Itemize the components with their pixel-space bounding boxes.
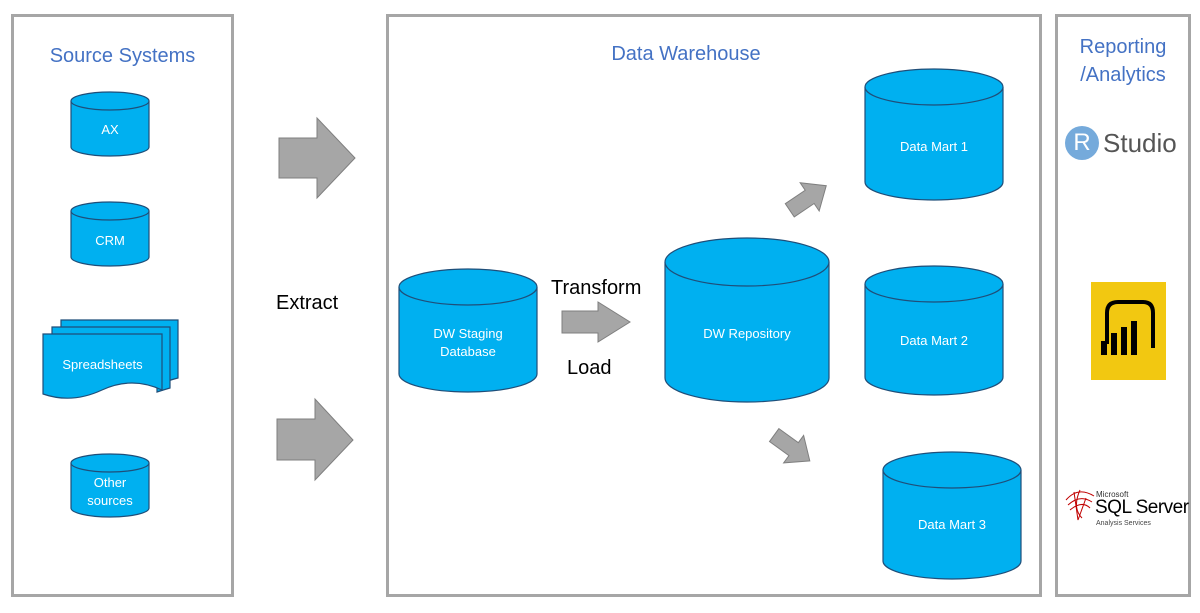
data-mart-2-label: Data Mart 2: [900, 333, 968, 348]
load-label: Load: [567, 357, 612, 379]
source-systems-title: Source Systems: [49, 45, 196, 67]
reporting-title-line2: /Analytics: [1080, 64, 1166, 86]
dw-repository-cylinder: [664, 237, 830, 403]
data-mart-2-cylinder: [864, 265, 1004, 396]
transform-load-arrow: [561, 301, 631, 343]
data-mart-1-label: Data Mart 1: [900, 139, 968, 154]
crm-cylinder: [70, 201, 150, 267]
extract-arrow-top: [278, 116, 356, 200]
spreadsheets-documents: [42, 319, 179, 399]
other-sources-label-line1: Other: [93, 475, 127, 490]
dw-staging-label-line2: Database: [440, 344, 496, 359]
ax-cylinder: [70, 91, 150, 157]
sqlserver-big-text: SQL Server: [1095, 497, 1189, 518]
sqlserver-logo-icon: [1065, 489, 1095, 521]
data-mart-1-cylinder: [864, 68, 1004, 201]
data-warehouse-title: Data Warehouse: [611, 43, 761, 65]
reporting-title-line1: Reporting: [1079, 36, 1167, 58]
other-sources-cylinder: [70, 453, 150, 518]
rstudio-logo-letter: R: [1073, 129, 1091, 156]
other-sources-label-line2: sources: [87, 493, 133, 508]
dw-staging-cylinder: [398, 268, 538, 393]
ax-label: AX: [101, 122, 119, 137]
extract-arrow-bottom: [276, 397, 354, 482]
arrow-to-mart-3: [768, 427, 811, 464]
spreadsheets-label: Spreadsheets: [62, 357, 143, 372]
crm-label: CRM: [95, 233, 125, 248]
data-mart-3-cylinder: [882, 451, 1022, 580]
sqlserver-sub-text: Analysis Services: [1096, 520, 1151, 527]
sqlserver-small-text: Microsoft: [1096, 490, 1129, 499]
extract-label: Extract: [276, 292, 339, 314]
powerbi-logo-icon: [1091, 282, 1166, 380]
dw-repository-label: DW Repository: [703, 326, 791, 341]
arrow-to-mart-1: [784, 182, 827, 218]
rstudio-logo-text: Studio: [1103, 128, 1177, 158]
rstudio-logo-circle: [1065, 126, 1099, 160]
data-mart-3-label: Data Mart 3: [918, 517, 986, 532]
dw-staging-label-line1: DW Staging: [433, 326, 503, 341]
transform-label: Transform: [551, 277, 642, 299]
